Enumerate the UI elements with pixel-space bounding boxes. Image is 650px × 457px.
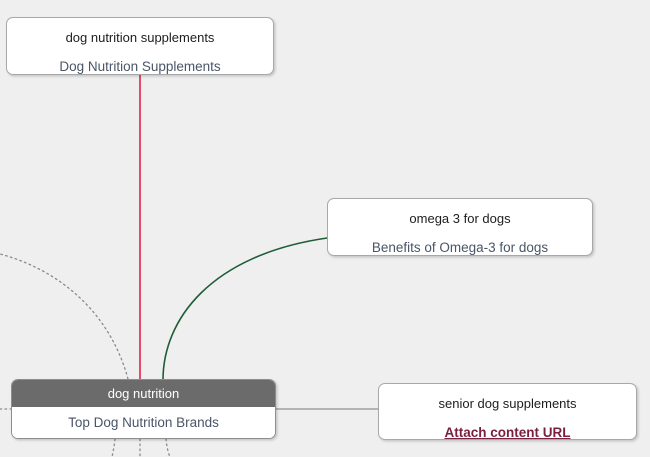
edge-dotted-bottom-1 <box>111 438 116 457</box>
node-body[interactable]: Top Dog Nutrition Brands <box>12 407 275 438</box>
node-subtitle: Benefits of Omega-3 for dogs <box>371 240 549 255</box>
node-dog-nutrition[interactable]: dog nutrition Top Dog Nutrition Brands <box>11 379 276 439</box>
node-omega-3-for-dogs[interactable]: omega 3 for dogs Benefits of Omega-3 for… <box>327 198 593 256</box>
node-header[interactable]: dog nutrition <box>12 380 275 407</box>
edge-green <box>162 237 328 381</box>
node-title: dog nutrition supplements <box>65 30 215 45</box>
node-title: senior dog supplements <box>438 396 577 411</box>
node-title: dog nutrition <box>107 386 180 401</box>
node-subtitle: Top Dog Nutrition Brands <box>68 414 219 430</box>
node-dog-nutrition-supplements[interactable]: dog nutrition supplements Dog Nutrition … <box>6 17 274 75</box>
node-title: omega 3 for dogs <box>409 211 511 226</box>
edge-dotted-bottom-3 <box>165 438 171 457</box>
attach-content-url-link[interactable]: Attach content URL <box>444 425 571 440</box>
node-subtitle: Dog Nutrition Supplements <box>59 59 221 74</box>
edge-dotted-left <box>0 253 129 380</box>
node-senior-dog-supplements[interactable]: senior dog supplements Attach content UR… <box>378 383 637 440</box>
